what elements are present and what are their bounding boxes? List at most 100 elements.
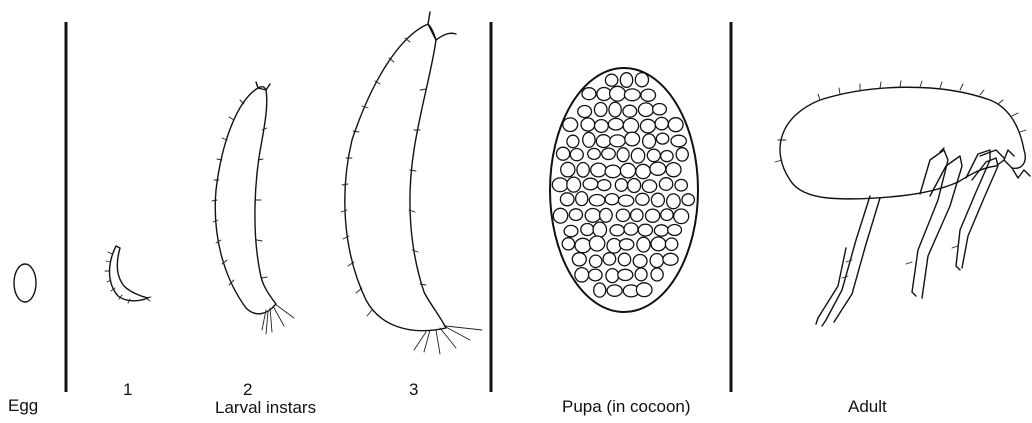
cocoon-cell	[633, 255, 647, 268]
cocoon-cell	[603, 253, 616, 265]
cocoon-cell	[583, 178, 598, 190]
cocoon-cell	[631, 148, 644, 163]
cocoon-cell	[605, 74, 617, 86]
cocoon-cell	[654, 225, 668, 236]
cocoon-cell	[567, 177, 581, 192]
cocoon-cell	[605, 194, 619, 205]
cocoon-cell	[623, 105, 637, 117]
cocoon-cell	[625, 132, 640, 146]
cocoon-cell	[618, 253, 630, 266]
cocoon-cell	[594, 283, 606, 297]
cocoon-cell	[615, 179, 627, 192]
cocoon-cell	[656, 133, 668, 144]
label-larval-instars: Larval instars	[215, 398, 316, 418]
cocoon-cell	[572, 253, 586, 266]
cocoon-cell	[635, 268, 647, 281]
cocoon-cell	[606, 269, 619, 283]
cocoon-cell	[605, 165, 621, 178]
cocoon-cell	[591, 163, 607, 177]
cocoon-cell	[607, 285, 622, 296]
cocoon-cell	[553, 208, 567, 223]
cocoon-cell	[641, 89, 656, 101]
cocoon-cell	[665, 238, 677, 250]
label-pupa: Pupa (in cocoon)	[562, 397, 691, 417]
cocoon-cell	[618, 195, 633, 206]
cocoon-cell	[610, 225, 624, 236]
cocoon-cell	[651, 268, 663, 281]
cocoon-cell	[589, 236, 604, 251]
cocoon-cell	[667, 194, 681, 209]
cocoon-cell	[618, 269, 633, 280]
cocoon-cell	[562, 238, 574, 250]
label-egg: Egg	[8, 396, 38, 416]
cocoon-cell	[631, 209, 643, 222]
cocoon-cell	[636, 283, 652, 297]
cocoon-cell	[583, 132, 595, 147]
cocoon-cell	[616, 209, 629, 221]
cocoon-cell	[577, 163, 589, 178]
cocoon-cell	[661, 209, 673, 221]
cocoon-cell	[624, 223, 638, 235]
cocoon-cell	[589, 269, 603, 281]
cocoon-cell	[570, 149, 583, 161]
cocoon-cell	[563, 118, 578, 132]
cocoon-cell	[655, 117, 668, 129]
cocoon-cell	[661, 151, 673, 162]
cocoon-cell	[636, 193, 649, 205]
cocoon-cell	[650, 254, 663, 268]
cocoon-cell	[610, 135, 626, 147]
cocoon-cell	[589, 195, 605, 206]
larva-instar-2-drawing	[212, 82, 294, 334]
cocoon-cell	[596, 135, 610, 148]
cocoon-cell	[620, 73, 632, 88]
cocoon-cell	[602, 148, 616, 159]
cocoon-cell	[578, 106, 592, 118]
cocoon-cell	[635, 73, 648, 87]
label-instar-2: 2	[243, 380, 252, 400]
cocoon-cell	[675, 179, 687, 191]
cocoon-cell	[610, 86, 626, 101]
cocoon-cell	[647, 149, 660, 161]
cocoon-cell	[552, 178, 568, 192]
cocoon-cell	[617, 148, 629, 162]
cocoon-cell	[564, 225, 578, 236]
cocoon-cell	[581, 224, 594, 236]
cocoon-cell	[636, 164, 651, 178]
cocoon-cell	[593, 222, 606, 237]
cocoon-cell	[585, 209, 600, 223]
larva-instar-1-drawing	[105, 246, 151, 303]
cocoon-cell	[643, 134, 656, 148]
cocoon-cell	[624, 89, 640, 101]
cocoon-cell	[581, 118, 595, 131]
cocoon-cell	[560, 193, 574, 206]
larva-instar-3-drawing	[341, 12, 482, 354]
cocoon-cell	[619, 239, 633, 250]
cocoon-cell	[638, 224, 652, 236]
cocoon-cell	[682, 194, 694, 206]
cocoon-cell	[567, 135, 579, 147]
cocoon-cell	[609, 102, 621, 117]
cocoon-cell	[674, 209, 689, 224]
cocoon-cell	[671, 135, 686, 147]
cocoon-cell	[668, 118, 683, 132]
cocoon-cell	[650, 162, 666, 175]
cocoon-cell	[561, 162, 575, 177]
cocoon-cell	[582, 88, 596, 100]
cocoon-cell	[642, 180, 656, 193]
cocoon-cell	[663, 253, 678, 265]
cocoon-cell	[651, 237, 666, 251]
cocoon-cell	[659, 178, 672, 191]
cocoon-cell	[575, 268, 589, 282]
cocoon-cell	[638, 103, 653, 117]
cocoon-cell	[608, 118, 623, 130]
cocoon-cell	[640, 119, 655, 133]
cocoon-cell	[628, 179, 641, 193]
pupa-cocoon-drawing	[550, 68, 698, 312]
adult-flea-drawing	[775, 81, 1030, 326]
label-instar-1: 1	[123, 380, 132, 400]
label-instar-3: 3	[409, 380, 418, 400]
cocoon-cell	[651, 193, 664, 207]
cocoon-cell	[623, 118, 638, 133]
